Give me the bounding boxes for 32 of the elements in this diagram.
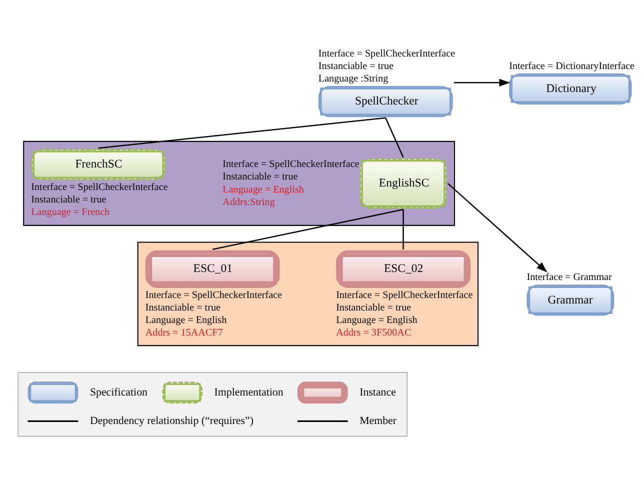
node-label: Instanciable = true [145,302,220,314]
node-label: Interface = SpellCheckerInterface [145,290,282,301]
node-label: Instanciable = true [222,172,298,183]
node-label: Addrs:String [222,196,275,208]
node-label: Interface = SpellCheckerInterface [336,290,473,301]
legend-label: Instance [360,386,396,398]
node-label: Language = English [145,314,227,326]
connector [98,117,386,149]
legend-label: Dependency relationship (“requires”) [90,415,254,428]
node-label: Instanciable = true [31,194,106,206]
node-label: Interface = SpellCheckerInterface [31,182,168,193]
arrow [447,182,548,272]
connector [402,209,404,250]
node-label: Instanciable = true [318,60,394,72]
legend-label: Member [360,415,397,428]
cluster [23,140,456,226]
node-label: Language = French [31,207,110,218]
node-label: Interface = Grammar [526,272,612,284]
cluster [137,242,479,346]
node-label: Interface = SpellCheckerInterface [318,48,456,60]
connector [385,118,404,158]
node-label: Addrs = 3F500AC [336,328,412,339]
arrow [454,78,510,86]
legend-label: Implementation [214,386,284,398]
node-label: Interface = DictionaryInterface [509,60,635,72]
node-label: Language :String [318,73,388,84]
node-label: Language = English [336,314,418,326]
node-label: Instanciable = true [336,302,412,314]
node-label: Interface = SpellCheckerInterface [222,159,360,170]
node-label: Language = English [222,184,304,196]
legend-label: Specification [90,386,148,398]
node-label: Addrs = 15AACF7 [145,328,223,339]
